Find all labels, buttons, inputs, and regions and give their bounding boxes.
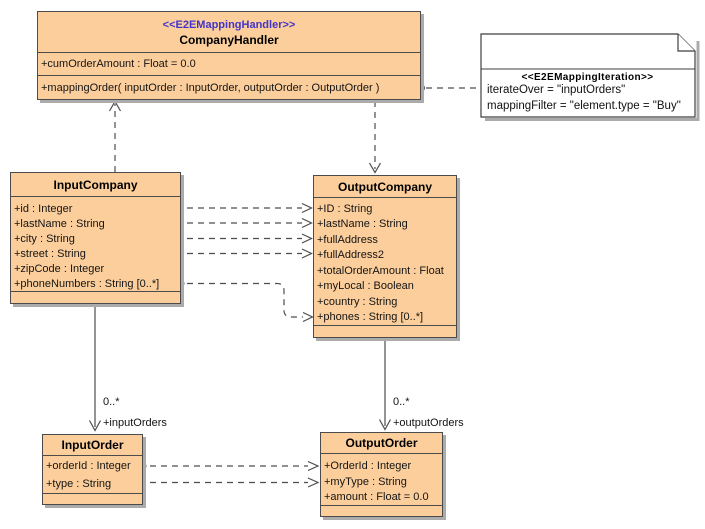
dependency-inputcompany-to-companyhandler[interactable] xyxy=(108,100,122,173)
class-input-order[interactable]: InputOrder +orderId : Integer +type : St… xyxy=(42,434,143,505)
association-outputcompany-outputorders[interactable] xyxy=(378,338,392,431)
mapping-arrow-street-to-fulladdress2[interactable] xyxy=(187,248,313,259)
class-output-order[interactable]: OutputOrder +OrderId : Integer +myType :… xyxy=(320,432,443,517)
attribute-row[interactable]: +OrderId : Integer xyxy=(324,459,412,472)
note-e2e-mapping-iteration[interactable]: <<E2EMappingIteration>> iterateOver = "i… xyxy=(480,33,702,123)
note-text-line: mappingFilter = "element.type = "Buy" xyxy=(487,100,681,112)
attribute-row[interactable]: +type : String xyxy=(46,478,112,490)
class-header[interactable]: OutputCompany xyxy=(314,176,456,198)
role-label-outputorders[interactable]: +outputOrders xyxy=(393,417,464,429)
class-name: InputCompany xyxy=(53,177,138,192)
operations-compartment: +mappingOrder( inputOrder : InputOrder, … xyxy=(38,76,420,99)
association-inputcompany-inputorders[interactable] xyxy=(88,304,102,432)
attribute-row[interactable]: +orderId : Integer xyxy=(46,460,131,472)
attribute-row[interactable]: +id : Integer xyxy=(14,202,73,215)
attribute-row[interactable]: +cumOrderAmount : Float = 0.0 xyxy=(41,58,196,70)
operation-row[interactable]: +mappingOrder( inputOrder : InputOrder, … xyxy=(41,81,380,94)
mapping-arrow-type-to-mytype[interactable] xyxy=(150,477,320,488)
attribute-row[interactable]: +fullAddress xyxy=(317,233,378,246)
operations-compartment-empty xyxy=(321,506,442,517)
class-stereotype: <<E2EMappingHandler>> xyxy=(162,18,296,31)
attributes-compartment: +ID : String +lastName : String +fullAdd… xyxy=(314,198,456,326)
attributes-compartment: +id : Integer +lastName : String +city :… xyxy=(11,197,180,292)
role-label-inputorders[interactable]: +inputOrders xyxy=(103,417,167,429)
attribute-row[interactable]: +country : String xyxy=(317,295,398,308)
note-shape xyxy=(480,33,700,121)
attribute-row[interactable]: +city : String xyxy=(14,232,75,245)
note-text-line: iterateOver = "inputOrders" xyxy=(487,84,626,96)
attribute-row[interactable]: +phoneNumbers : String [0..*] xyxy=(14,277,160,290)
operations-compartment-empty xyxy=(11,292,180,304)
mapping-arrow-id-to-id[interactable] xyxy=(187,202,313,214)
attribute-row[interactable]: +phones : String [0..*] xyxy=(317,311,424,324)
attribute-row[interactable]: +lastName : String xyxy=(317,218,408,231)
attributes-compartment: +OrderId : Integer +myType : String +amo… xyxy=(321,454,442,506)
note-stereotype: <<E2EMappingIteration>> xyxy=(521,72,654,83)
note-fold-icon xyxy=(677,34,695,52)
operations-compartment-empty xyxy=(314,326,456,338)
mapping-arrow-phonenumbers-to-phones[interactable] xyxy=(187,282,314,323)
attribute-row[interactable]: +zipCode : Integer xyxy=(14,262,105,275)
attributes-compartment: +orderId : Integer +type : String xyxy=(43,456,142,494)
class-header[interactable]: InputOrder xyxy=(43,435,142,456)
attribute-row[interactable]: +fullAddress2 xyxy=(317,249,384,262)
dependency-companyhandler-to-outputcompany[interactable] xyxy=(368,101,382,174)
attribute-row[interactable]: +myLocal : Boolean xyxy=(317,280,414,293)
mapping-arrow-city-to-fulladdress[interactable] xyxy=(187,233,313,244)
class-company-handler[interactable]: <<E2EMappingHandler>> CompanyHandler +cu… xyxy=(37,11,421,100)
class-name: OutputCompany xyxy=(338,179,432,194)
class-name: InputOrder xyxy=(61,438,124,452)
mapping-arrow-orderid-to-orderid[interactable] xyxy=(150,460,320,472)
attribute-row[interactable]: +myType : String xyxy=(324,475,407,488)
multiplicity-label[interactable]: 0..* xyxy=(393,396,410,408)
operations-compartment-empty xyxy=(43,494,142,505)
attribute-row[interactable]: +lastName : String xyxy=(14,217,105,230)
class-header[interactable]: InputCompany xyxy=(11,173,180,197)
class-name: OutputOrder xyxy=(345,436,418,450)
attribute-row[interactable]: +totalOrderAmount : Float xyxy=(317,264,444,277)
class-name: CompanyHandler xyxy=(179,32,279,47)
mapping-arrow-lastname-to-lastname[interactable] xyxy=(187,217,313,229)
multiplicity-label[interactable]: 0..* xyxy=(103,396,120,408)
class-output-company[interactable]: OutputCompany +ID : String +lastName : S… xyxy=(313,175,457,338)
attribute-row[interactable]: +street : String xyxy=(14,247,86,260)
class-input-company[interactable]: InputCompany +id : Integer +lastName : S… xyxy=(10,172,181,304)
attribute-row[interactable]: +amount : Float = 0.0 xyxy=(324,491,429,504)
class-header[interactable]: <<E2EMappingHandler>> CompanyHandler xyxy=(38,12,420,53)
attributes-compartment: +cumOrderAmount : Float = 0.0 xyxy=(38,53,420,76)
class-header[interactable]: OutputOrder xyxy=(321,433,442,454)
attribute-row[interactable]: +ID : String xyxy=(317,202,373,215)
